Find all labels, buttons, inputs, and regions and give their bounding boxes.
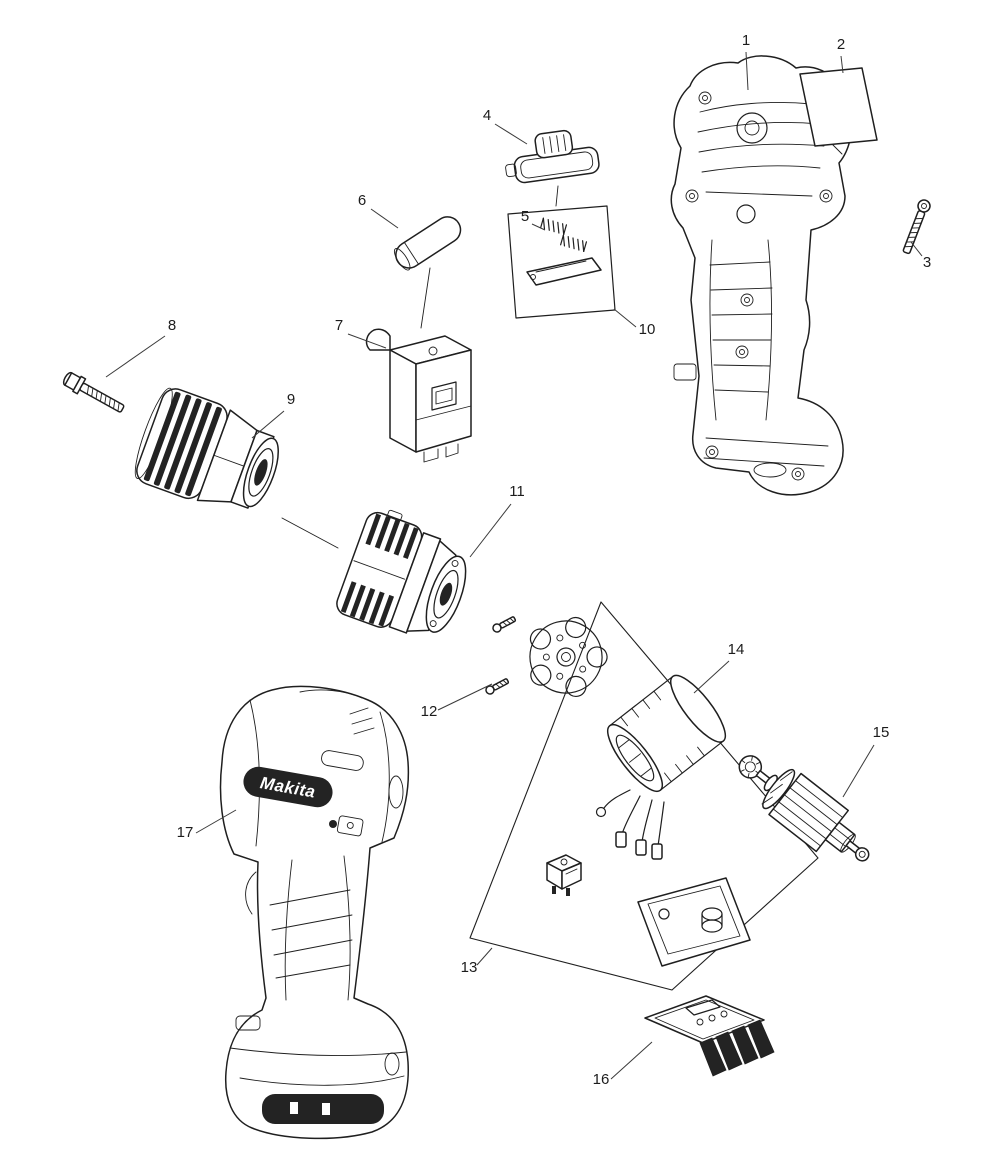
callout-leader-2 [840,55,844,74]
part-callout-10: 10 [639,321,656,338]
part-12-screws [485,616,517,695]
callout-leader-14 [693,660,730,694]
part-callout-17: 17 [177,824,194,841]
small-switch-part [546,854,582,896]
callout-leader-7 [347,333,387,349]
part-3-screw [902,199,931,255]
part-callout-16: 16 [593,1071,610,1088]
callout-leader-1 [745,51,749,91]
part-9-chuck [134,387,279,509]
part-callout-1: 1 [742,32,750,49]
part-callout-13: 13 [461,959,478,976]
callout-leader-5 [531,223,546,231]
callout-leader-12 [437,683,493,711]
callout-leader-17 [195,809,237,834]
part-callout-11: 11 [509,483,525,500]
part-callout-9: 9 [287,391,295,408]
part-callout-12: 12 [421,703,438,720]
part-6-cylinder [393,216,462,271]
part-callout-4: 4 [483,107,491,124]
callout-leader-10 [613,308,637,328]
part-2-label [799,67,878,147]
callout-leader-16 [610,1041,653,1080]
callout-leader-8 [105,335,166,378]
callout-leader-13 [476,947,493,966]
part-8-bolt [62,371,125,413]
part-callout-7: 7 [335,317,343,334]
gasket-tray [637,877,751,967]
part-16-terminal-block [644,995,775,1077]
part-17-housing-assembly: Makita [219,685,410,1140]
part-11-gear-assembly [336,509,467,634]
part-7-switch [365,328,472,463]
part-callout-2: 2 [837,36,845,53]
spindle-plate [529,616,608,698]
part-callout-15: 15 [873,724,890,741]
part-callout-3: 3 [923,254,931,271]
part-1-housing-half [670,55,853,496]
part-14-stator [595,674,727,860]
callout-leader-3 [910,241,923,257]
callout-leader-9 [251,410,285,439]
part-callout-6: 6 [358,192,366,209]
part-4-slide-switch [505,129,600,184]
assembly-lines [281,185,559,549]
part-callout-14: 14 [728,641,745,658]
part-15-armature [738,755,870,862]
callout-leader-11 [469,503,512,558]
callout-leader-6 [370,208,399,229]
callout-leader-15 [842,744,875,798]
callout-leader-4 [494,123,528,145]
part-callout-8: 8 [168,317,176,334]
part-callout-5: 5 [521,208,529,225]
part-5-springs [526,217,602,286]
